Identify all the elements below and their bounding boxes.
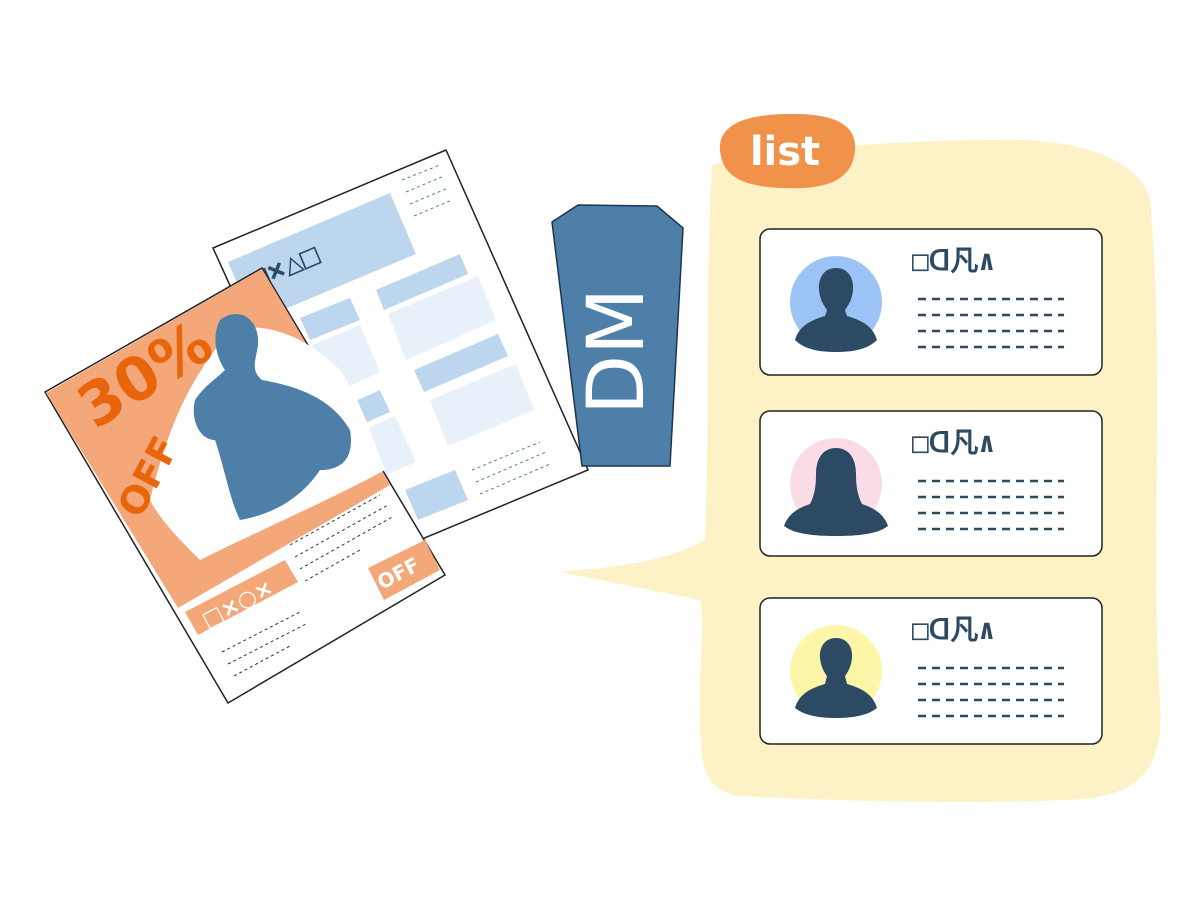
list-item[interactable]: □ᗡ凡∧ — [759, 597, 1103, 745]
card-name: □ᗡ凡∧ — [912, 244, 995, 277]
list-item[interactable]: □ᗡ凡∧ — [759, 410, 1103, 557]
man-avatar-icon — [795, 268, 877, 352]
card-name: □ᗡ凡∧ — [912, 613, 995, 646]
person-avatar-icon — [795, 638, 877, 718]
man-silhouette — [193, 314, 351, 520]
dm-tag: DM — [551, 204, 684, 467]
list-badge — [719, 113, 856, 189]
woman-avatar-icon — [784, 448, 888, 536]
list-item[interactable]: □ᗡ凡∧ — [759, 228, 1103, 376]
dm-label: DM — [572, 288, 662, 415]
card-name: □ᗡ凡∧ — [912, 426, 995, 459]
list-label: list — [750, 129, 820, 175]
front-flyer: 30% OFF □×○× OFF — [43, 266, 447, 705]
